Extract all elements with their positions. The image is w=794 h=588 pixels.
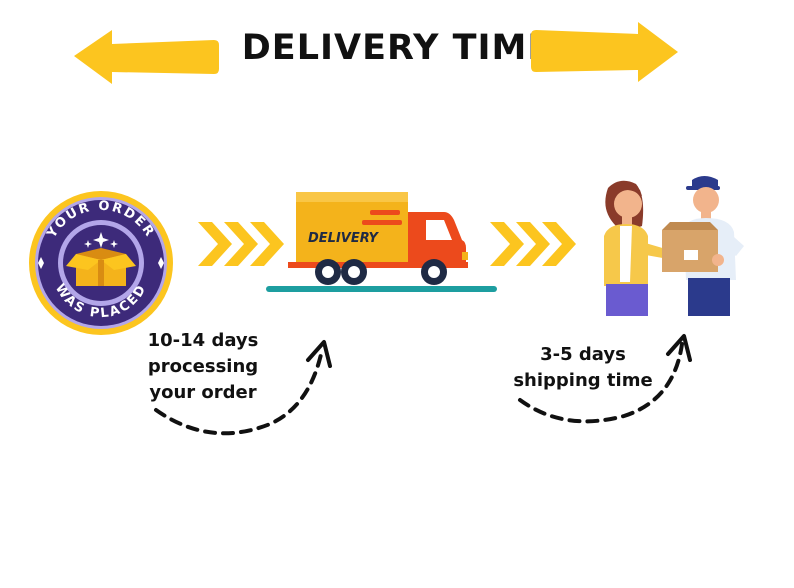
shipping-line-1: 3-5 days xyxy=(540,344,626,365)
truck-label: DELIVERY xyxy=(308,231,380,246)
dashed-curved-arrow-icon xyxy=(518,334,692,424)
order-placed-badge: YOUR ORDER WAS PLACED xyxy=(29,191,173,335)
processing-line-2: processing xyxy=(147,356,259,377)
arrow-left-icon xyxy=(74,30,219,84)
courier-handover-icon xyxy=(604,176,744,316)
chevron-triple-icon xyxy=(198,222,284,266)
shipping-time-label: 3-5 days shipping time xyxy=(498,342,668,394)
processing-line-3: your order xyxy=(149,382,257,403)
processing-line-1: 10-14 days xyxy=(147,330,259,351)
arrow-right-icon xyxy=(531,22,678,82)
processing-time-label: 10-14 days processing your order xyxy=(128,328,278,406)
delivery-truck-icon: DELIVERY xyxy=(266,192,497,292)
shipping-line-2: shipping time xyxy=(513,370,653,391)
dashed-curved-arrow-icon xyxy=(154,340,332,436)
chevron-triple-icon xyxy=(490,222,576,266)
open-box-icon xyxy=(66,248,136,286)
page-title: DELIVERY TIME xyxy=(241,28,553,68)
